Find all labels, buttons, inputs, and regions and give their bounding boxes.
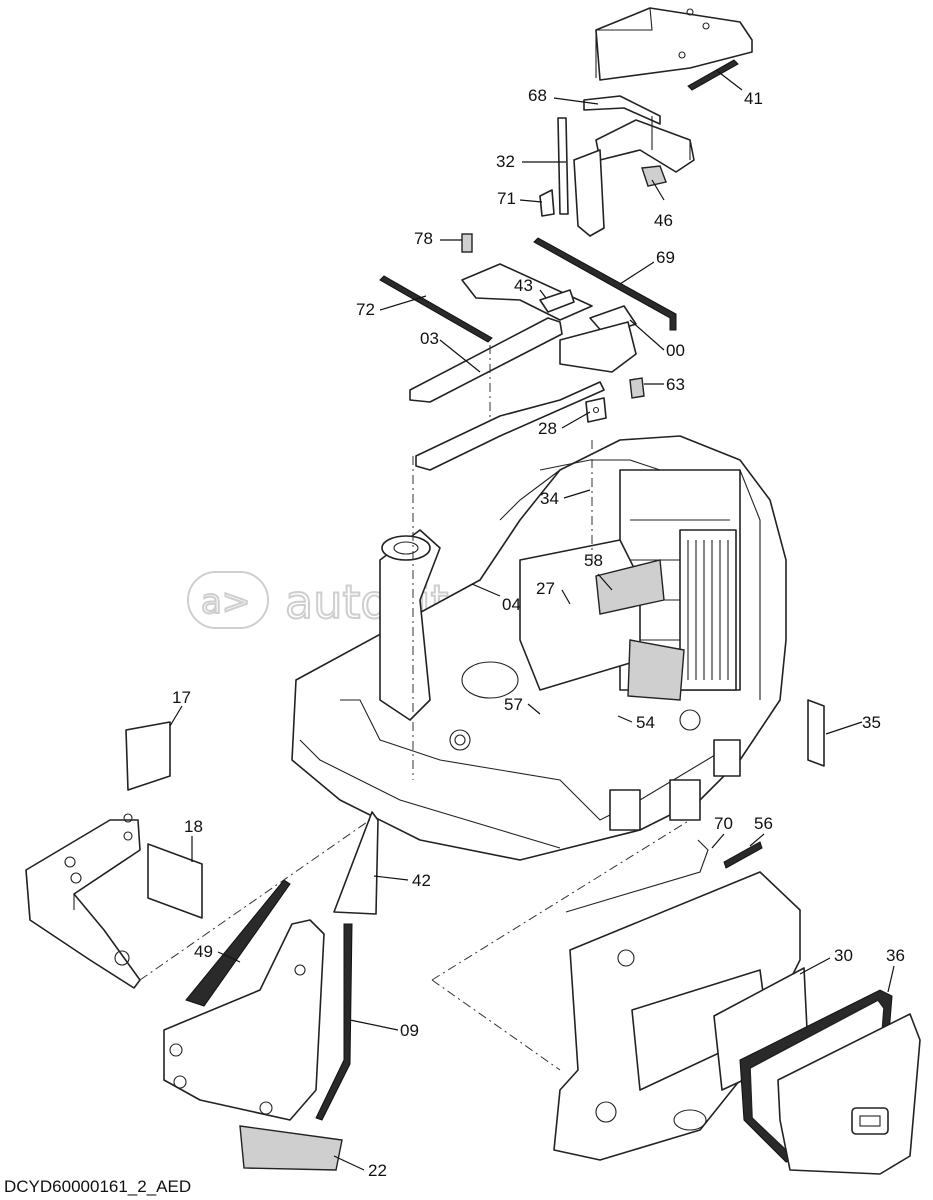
floor-rail-parts xyxy=(379,263,645,471)
part-label-69: 69 xyxy=(656,248,675,267)
part-labels: 41 68 32 71 46 78 69 43 72 00 03 63 28 3… xyxy=(172,86,905,1180)
part-label-04: 04 xyxy=(502,595,521,614)
leader-lines xyxy=(169,69,895,1171)
part-label-56: 56 xyxy=(754,814,773,833)
part-label-57: 57 xyxy=(504,695,523,714)
right-lower-cover-parts xyxy=(553,699,921,1175)
part-label-78: 78 xyxy=(414,229,433,248)
left-lower-cover-parts xyxy=(163,811,379,1171)
part-label-18: 18 xyxy=(184,817,203,836)
part-label-36: 36 xyxy=(886,946,905,965)
part-label-09: 09 xyxy=(400,1021,419,1040)
part-label-46: 46 xyxy=(654,211,673,230)
part-label-70: 70 xyxy=(714,814,733,833)
top-cover-part xyxy=(595,7,753,91)
part-label-43: 43 xyxy=(514,276,533,295)
part-label-00: 00 xyxy=(666,341,685,360)
part-label-42: 42 xyxy=(412,871,431,890)
part-label-41: 41 xyxy=(744,89,763,108)
part-label-34: 34 xyxy=(540,489,559,508)
drawing-code: DCYD60000161_2_AED xyxy=(4,1177,191,1196)
upper-bracket-parts xyxy=(539,95,695,237)
part-label-03: 03 xyxy=(420,329,439,348)
upper-frame xyxy=(291,435,787,861)
part-label-28: 28 xyxy=(538,419,557,438)
part-label-30: 30 xyxy=(834,946,853,965)
part-label-17: 17 xyxy=(172,688,191,707)
part-label-35: 35 xyxy=(862,713,881,732)
watermark-logo-icon: a> xyxy=(187,571,269,629)
left-side-panel xyxy=(25,721,203,989)
part-label-68: 68 xyxy=(528,86,547,105)
part-label-54: 54 xyxy=(636,713,655,732)
part-label-71: 71 xyxy=(497,189,516,208)
part-label-22: 22 xyxy=(368,1161,387,1180)
part-label-58: 58 xyxy=(584,551,603,570)
svg-text:a>: a> xyxy=(201,582,250,622)
seal-strip-69 xyxy=(461,233,677,331)
part-label-32: 32 xyxy=(496,152,515,171)
part-label-72: 72 xyxy=(356,300,375,319)
assembly-lines xyxy=(139,345,691,1071)
part-label-27: 27 xyxy=(536,579,555,598)
part-label-63: 63 xyxy=(666,375,685,394)
part-label-49: 49 xyxy=(194,942,213,961)
